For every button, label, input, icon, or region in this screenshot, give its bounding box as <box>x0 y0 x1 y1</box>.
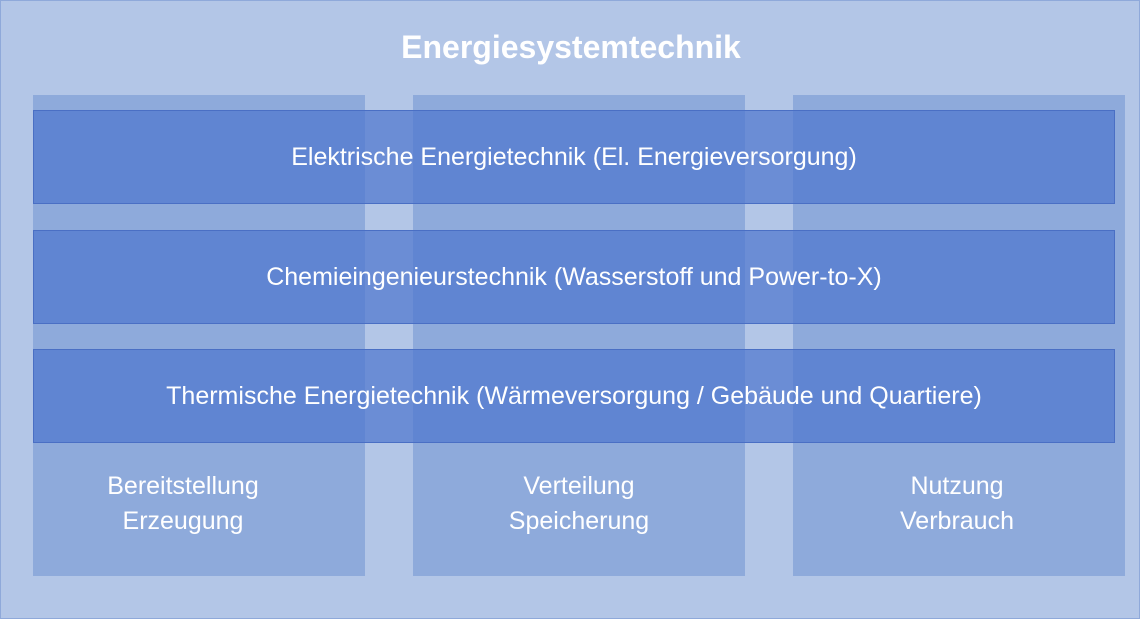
column-label: Bereitstellung Erzeugung <box>107 472 259 535</box>
column-label: Verteilung Speicherung <box>508 472 650 535</box>
column-label: Nutzung Verbrauch <box>900 472 1014 535</box>
band-elektrische-energietechnik: Elektrische Energietechnik (El. Energiev… <box>33 110 1115 204</box>
diagram-title: Energiesystemtechnik <box>401 29 741 65</box>
band-label: Thermische Energietechnik (Wärmeversorgu… <box>166 381 982 410</box>
band-label: Chemieingenieurstechnik (Wasserstoff und… <box>266 262 882 291</box>
band-chemieingenieurstechnik: Chemieingenieurstechnik (Wasserstoff und… <box>33 230 1115 324</box>
band-thermische-energietechnik: Thermische Energietechnik (Wärmeversorgu… <box>33 349 1115 443</box>
band-label: Elektrische Energietechnik (El. Energiev… <box>291 142 857 171</box>
